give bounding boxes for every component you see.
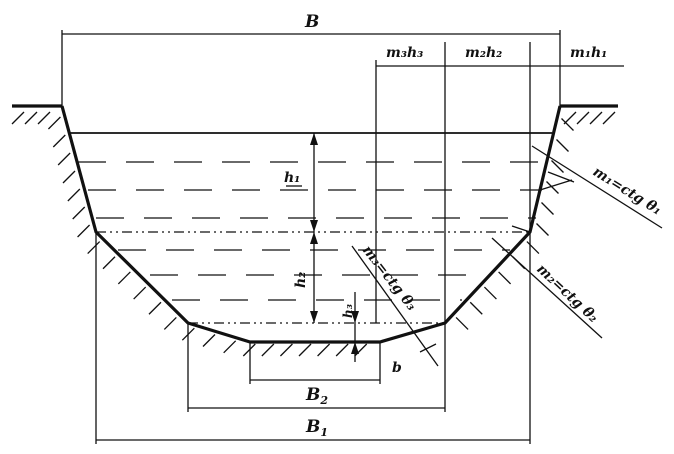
hatch-mark: [67, 188, 81, 202]
hatch-mark: [563, 111, 577, 125]
label-B1: B1: [305, 417, 328, 439]
water-dashed-lines: [78, 161, 548, 301]
hatch-mark: [242, 343, 256, 357]
hatch-mark: [455, 316, 469, 330]
hatch-mark: [335, 343, 349, 357]
hatch-mark: [37, 111, 51, 125]
dimension-h1-h2: [286, 133, 318, 323]
dimension-B1: [95, 232, 531, 444]
hatch-mark: [602, 111, 616, 125]
hatch-mark: [202, 334, 216, 347]
dimension-b: [249, 342, 381, 384]
leader-m3: [351, 245, 439, 367]
hatch-mark: [57, 152, 71, 166]
leader-m2: [491, 225, 603, 339]
hatch-mark: [589, 111, 603, 125]
hatch-mark: [24, 111, 38, 125]
label-m3: m₃=ctg θ₃: [359, 243, 420, 314]
hatch-mark: [541, 202, 554, 215]
label-m2h2: m₂h₂: [465, 45, 502, 61]
hatch-mark: [556, 139, 569, 152]
hatch-mark: [526, 241, 540, 255]
dimension-h3: [351, 292, 359, 362]
hatch-mark: [483, 286, 497, 300]
hatch-mark: [47, 116, 61, 130]
hatch-mark: [261, 343, 275, 357]
label-h3: h₃: [341, 304, 355, 318]
hatch-mark: [62, 170, 76, 184]
channel-profile: [60, 105, 562, 344]
hatch-mark: [498, 271, 512, 285]
hatch-mark: [102, 256, 116, 270]
hatch-mark: [223, 340, 237, 354]
hatch-mark: [469, 301, 483, 315]
leader-m1: [531, 145, 663, 229]
hatch-mark: [576, 111, 590, 125]
hatch-mark: [117, 271, 131, 285]
hatch-mark: [317, 343, 331, 357]
hatch-mark: [72, 206, 86, 220]
label-h1: h₁: [284, 170, 300, 186]
label-h2: h₂: [293, 272, 309, 288]
dimension-B2: [187, 323, 446, 412]
hatch-mark: [546, 181, 559, 194]
label-m3h3: m₃h₃: [386, 45, 423, 61]
hatch-mark: [87, 241, 101, 255]
hatch-mark: [148, 301, 162, 315]
label-B2: B2: [305, 385, 328, 407]
dimension-mh-chain: [375, 42, 624, 323]
hatch-mark: [11, 111, 25, 125]
hatch-mark: [77, 224, 91, 238]
label-m1: m₁=ctg θ₁: [590, 164, 664, 219]
dimension-B: [61, 30, 561, 106]
hatch-mark: [298, 343, 312, 357]
hatch-mark: [52, 134, 66, 148]
label-b: b: [392, 360, 402, 376]
soil-hatching: [11, 111, 616, 357]
label-m1h1: m₁h₁: [570, 45, 607, 61]
hatch-mark: [279, 343, 293, 357]
hatch-mark: [133, 286, 147, 300]
label-m2: m₂=ctg θ₂: [533, 261, 601, 326]
hatch-mark: [551, 160, 564, 173]
hatch-mark: [561, 118, 574, 131]
hatch-mark: [163, 316, 177, 330]
label-B: B: [304, 12, 319, 32]
hatch-mark: [536, 223, 549, 236]
